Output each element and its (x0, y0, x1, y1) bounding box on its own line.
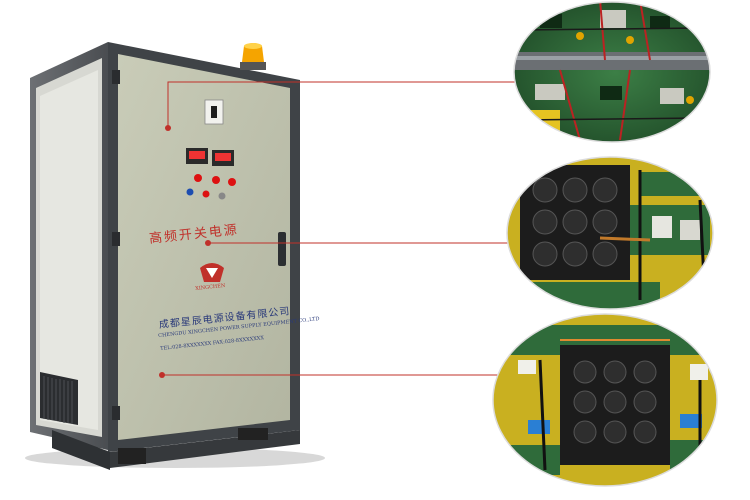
power-module-detail (492, 313, 718, 487)
callout-leader-lines (162, 81, 515, 376)
company-logo (200, 263, 224, 282)
cabinet-door (118, 54, 290, 440)
control-board-detail (513, 1, 711, 143)
door-handle (278, 232, 286, 266)
main-switch (204, 99, 224, 125)
power-supply-cabinet (25, 42, 325, 470)
capacitor-bank-detail (506, 156, 714, 310)
warning-light (240, 43, 266, 70)
side-vent-grille (40, 372, 78, 425)
panel-buttons (186, 174, 236, 200)
panel-meters (186, 148, 234, 166)
